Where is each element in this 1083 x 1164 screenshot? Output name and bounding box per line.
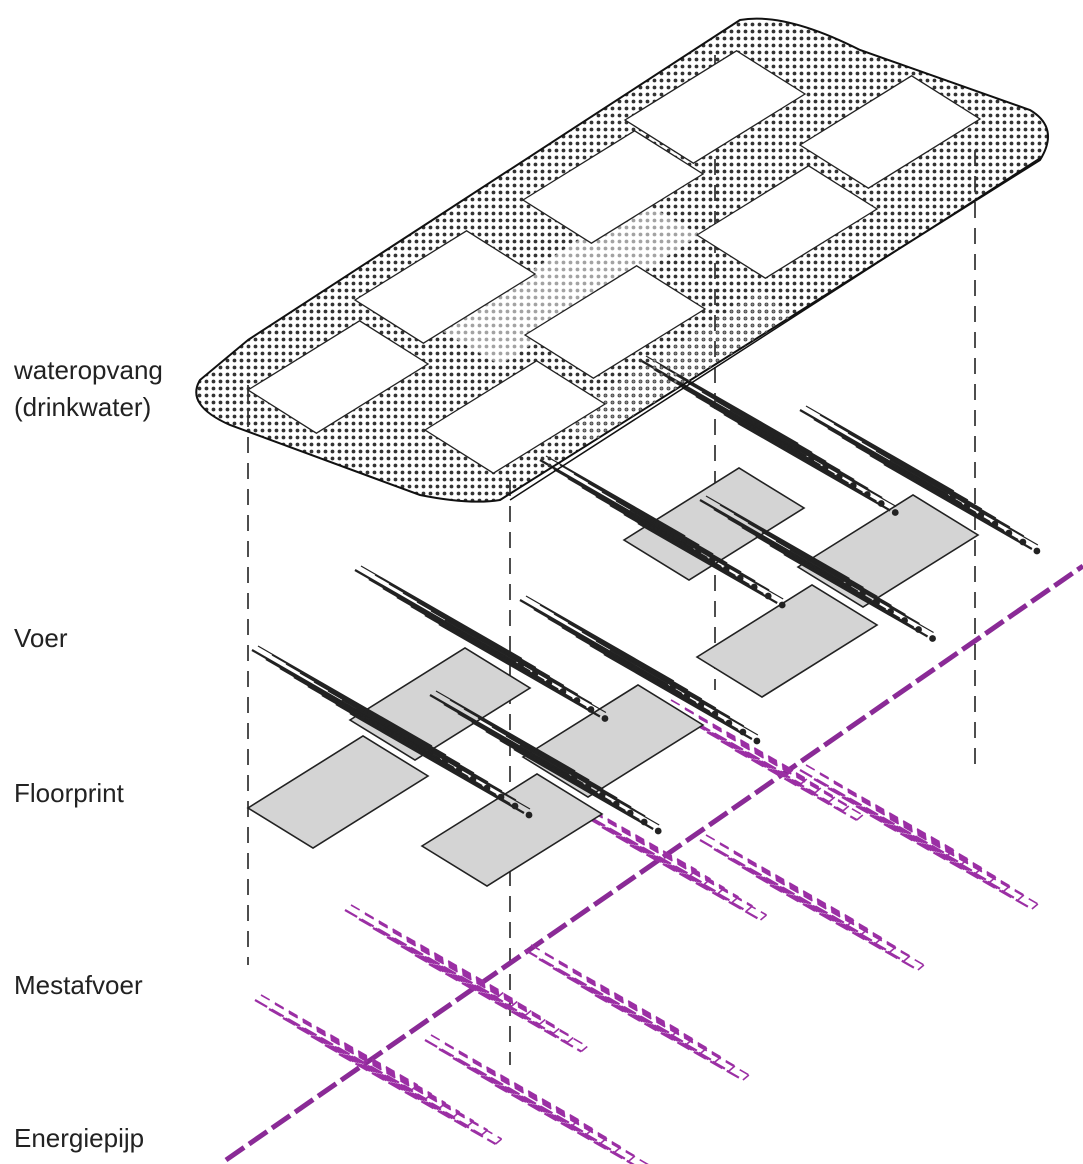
roof-panel-icon xyxy=(521,130,705,244)
floorprint-layer xyxy=(246,467,980,887)
manure-channel-icon xyxy=(254,994,503,1145)
feed-trough-icon xyxy=(354,565,609,722)
label-energy-pipe: Energiepijp xyxy=(14,1123,145,1153)
feed-trough-icon xyxy=(539,455,786,609)
label-manure: Mestafvoer xyxy=(14,970,143,1000)
floor-pad-icon xyxy=(420,773,604,887)
roof-panel-icon xyxy=(353,230,537,344)
floor-pad-icon xyxy=(695,584,879,698)
roof-panel-icon xyxy=(423,360,607,474)
manure-channel-icon xyxy=(664,699,864,821)
label-water-line2: (drinkwater) xyxy=(14,392,152,422)
manure-layer xyxy=(254,699,1039,1164)
roof-panels xyxy=(246,50,982,474)
label-water-collection: wateropvang (drinkwater) xyxy=(14,352,163,426)
feed-trough-icon xyxy=(519,595,761,745)
feed-layer xyxy=(251,355,1041,835)
manure-channel-icon xyxy=(424,1034,649,1164)
label-floorprint: Floorprint xyxy=(14,778,124,808)
label-water-line1: wateropvang xyxy=(14,355,163,385)
feed-trough-icon xyxy=(639,355,899,516)
roof-panel-icon xyxy=(623,50,807,164)
floor-pad-icon xyxy=(246,735,430,849)
label-feed: Voer xyxy=(14,623,68,653)
manure-channel-icon xyxy=(524,944,750,1081)
water-collection-roof xyxy=(195,17,1049,503)
roof-panel-icon xyxy=(695,165,879,279)
manure-channel-icon xyxy=(699,834,925,971)
feed-trough-icon xyxy=(429,690,662,835)
roof-panel-icon xyxy=(798,75,982,189)
energy-pipe xyxy=(224,563,1083,1163)
roof-panel-icon xyxy=(523,265,707,379)
feed-trough-icon xyxy=(251,645,533,819)
feed-trough-icon xyxy=(799,405,1041,555)
manure-channel-icon xyxy=(344,904,588,1053)
roof-panel-icon xyxy=(246,320,430,434)
floor-pad-icon xyxy=(521,684,705,798)
floor-pad-icon xyxy=(348,647,532,761)
floor-pad-icon xyxy=(796,494,980,608)
floor-pad-icon xyxy=(622,467,806,581)
feed-trough-icon xyxy=(699,495,936,642)
manure-channel-icon xyxy=(799,764,1039,910)
